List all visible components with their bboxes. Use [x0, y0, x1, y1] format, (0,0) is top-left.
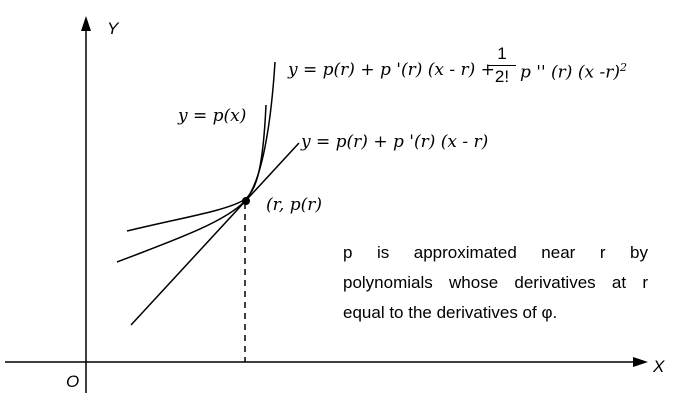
point-label: (r, p(r)	[266, 195, 322, 215]
quadratic-approximation-label-suffix: p '' (r) (x -r)2	[520, 62, 627, 82]
x-axis-arrowhead	[633, 357, 648, 367]
tangent-point	[242, 197, 250, 205]
y-axis-arrowhead	[81, 16, 91, 31]
x-axis-label: X	[653, 357, 665, 376]
description-text: p is approximated near r by polynomials …	[343, 238, 648, 328]
quadratic-exponent: 2	[619, 61, 627, 74]
origin-label: O	[66, 372, 80, 391]
fraction-numerator: 1	[497, 44, 507, 63]
linear-approximation-label: y = p(r) + p '(r) (x - r)	[301, 132, 489, 152]
quadratic-suffix-text: p '' (r) (x -r)	[520, 62, 620, 83]
description-line-2: polynomials whose derivatives at r	[343, 273, 648, 292]
quadratic-approximation-curve	[116, 61, 276, 263]
function-label: y = p(x)	[178, 106, 247, 126]
tangent-line	[130, 142, 300, 326]
fraction-denominator: 2!	[494, 67, 510, 86]
quadratic-approximation-label-prefix: y = p(r) + p '(r) (x - r) +	[288, 60, 495, 80]
y-axis-label: Y	[107, 19, 119, 38]
quadratic-fraction: 1 2!	[488, 44, 516, 87]
description-line-3: equal to the derivatives of φ.	[343, 303, 558, 322]
description-line-1: p is approximated near r by	[343, 243, 648, 262]
fraction-bar	[488, 65, 516, 66]
